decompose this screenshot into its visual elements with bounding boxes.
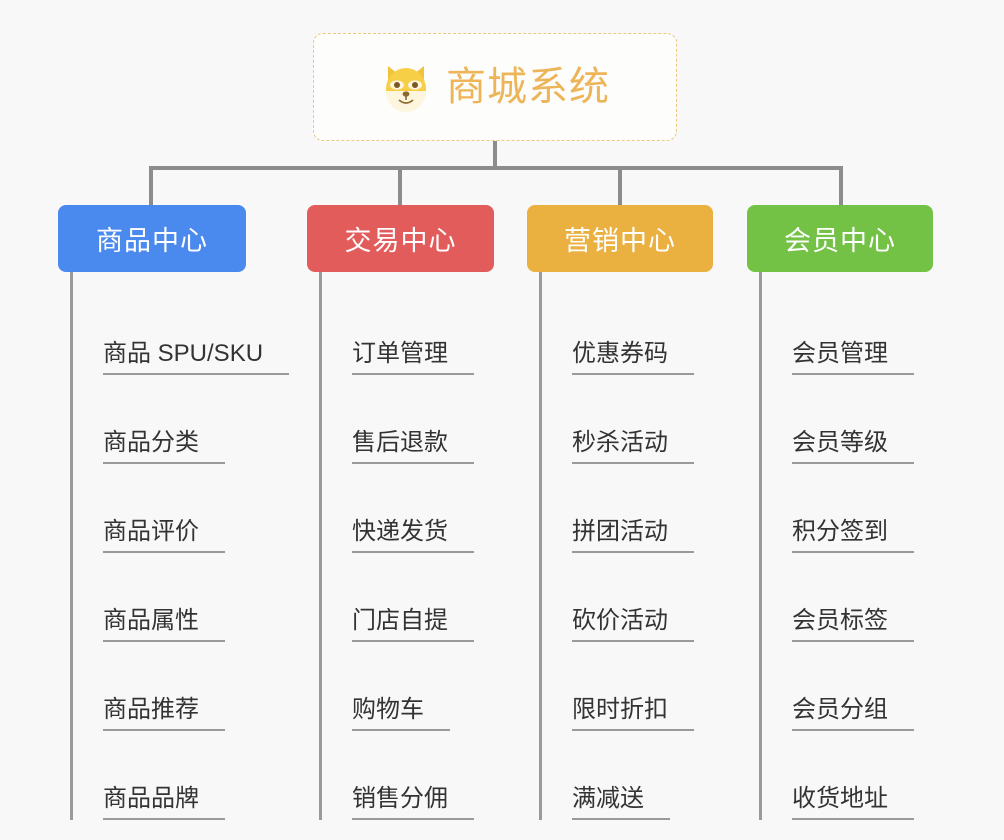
leaf-label: 秒杀活动 bbox=[572, 429, 694, 464]
leaf-label: 商品分类 bbox=[103, 429, 225, 464]
leaf-list: 商品 SPU/SKU 商品分类 商品评价 商品属性 商品推荐 商品品牌 bbox=[58, 272, 290, 820]
root-node[interactable]: 商城系统 bbox=[313, 33, 677, 141]
leaf-item[interactable]: 拼团活动 bbox=[527, 464, 713, 553]
leaf-item[interactable]: 商品推荐 bbox=[58, 642, 246, 731]
leaf-label: 商品推荐 bbox=[103, 696, 225, 731]
leaf-item[interactable]: 商品评价 bbox=[58, 464, 246, 553]
leaf-label: 门店自提 bbox=[352, 607, 474, 642]
connector-drop-2 bbox=[398, 169, 402, 207]
category-header-label: 会员中心 bbox=[784, 226, 896, 256]
leaf-label: 购物车 bbox=[352, 696, 450, 731]
leaf-list: 会员管理 会员等级 积分签到 会员标签 会员分组 收货地址 bbox=[747, 272, 933, 820]
leaf-item[interactable]: 优惠券码 bbox=[527, 286, 713, 375]
connector-drop-4 bbox=[839, 169, 843, 207]
dog-face-icon bbox=[386, 66, 426, 112]
category-header-label: 营销中心 bbox=[564, 226, 676, 256]
category-header-trade-center[interactable]: 交易中心 bbox=[307, 205, 494, 272]
leaf-label: 砍价活动 bbox=[572, 607, 694, 642]
leaf-label: 会员管理 bbox=[792, 340, 914, 375]
leaf-label: 订单管理 bbox=[352, 340, 474, 375]
leaf-item[interactable]: 砍价活动 bbox=[527, 553, 713, 642]
category-header-member-center[interactable]: 会员中心 bbox=[747, 205, 933, 272]
category-column-trade-center: 交易中心 订单管理 售后退款 快递发货 门店自提 购物车 销售分佣 bbox=[307, 205, 494, 820]
connector-drop-3 bbox=[618, 169, 622, 207]
leaf-label: 收货地址 bbox=[792, 785, 914, 820]
leaf-item[interactable]: 售后退款 bbox=[307, 375, 494, 464]
leaf-label: 快递发货 bbox=[352, 518, 474, 553]
leaf-list: 优惠券码 秒杀活动 拼团活动 砍价活动 限时折扣 满减送 bbox=[527, 272, 713, 820]
leaf-label: 拼团活动 bbox=[572, 518, 694, 553]
leaf-list: 订单管理 售后退款 快递发货 门店自提 购物车 销售分佣 bbox=[307, 272, 494, 820]
leaf-label: 会员等级 bbox=[792, 429, 914, 464]
category-column-member-center: 会员中心 会员管理 会员等级 积分签到 会员标签 会员分组 收货地址 bbox=[747, 205, 933, 820]
leaf-item[interactable]: 会员分组 bbox=[747, 642, 933, 731]
leaf-item[interactable]: 满减送 bbox=[527, 731, 713, 820]
column-spine bbox=[319, 272, 322, 820]
leaf-label: 售后退款 bbox=[352, 429, 474, 464]
leaf-item[interactable]: 商品分类 bbox=[58, 375, 246, 464]
leaf-item[interactable]: 快递发货 bbox=[307, 464, 494, 553]
leaf-label: 商品 SPU/SKU bbox=[103, 340, 290, 375]
leaf-item[interactable]: 秒杀活动 bbox=[527, 375, 713, 464]
column-spine bbox=[759, 272, 762, 820]
leaf-item[interactable]: 限时折扣 bbox=[527, 642, 713, 731]
column-spine bbox=[539, 272, 542, 820]
leaf-label: 销售分佣 bbox=[352, 785, 474, 820]
leaf-label: 商品品牌 bbox=[103, 785, 225, 820]
category-header-label: 交易中心 bbox=[344, 226, 457, 256]
leaf-item[interactable]: 会员标签 bbox=[747, 553, 933, 642]
leaf-item[interactable]: 积分签到 bbox=[747, 464, 933, 553]
leaf-label: 商品评价 bbox=[103, 518, 225, 553]
category-header-label: 商品中心 bbox=[96, 226, 208, 256]
leaf-label: 会员标签 bbox=[792, 607, 914, 642]
connector-drop-1 bbox=[149, 169, 153, 207]
connector-bus bbox=[149, 166, 843, 170]
leaf-item[interactable]: 订单管理 bbox=[307, 286, 494, 375]
category-column-product-center: 商品中心 商品 SPU/SKU 商品分类 商品评价 商品属性 商品推荐 商品品牌 bbox=[58, 205, 290, 820]
column-spine bbox=[70, 272, 73, 820]
leaf-item[interactable]: 商品属性 bbox=[58, 553, 246, 642]
root-title: 商城系统 bbox=[446, 65, 610, 109]
leaf-item[interactable]: 会员等级 bbox=[747, 375, 933, 464]
category-header-product-center[interactable]: 商品中心 bbox=[58, 205, 246, 272]
leaf-item[interactable]: 门店自提 bbox=[307, 553, 494, 642]
leaf-item[interactable]: 会员管理 bbox=[747, 286, 933, 375]
leaf-item[interactable]: 收货地址 bbox=[747, 731, 933, 820]
leaf-label: 积分签到 bbox=[792, 518, 914, 553]
leaf-item[interactable]: 购物车 bbox=[307, 642, 494, 731]
leaf-label: 限时折扣 bbox=[572, 696, 694, 731]
connector-stem bbox=[493, 141, 497, 169]
leaf-item[interactable]: 商品 SPU/SKU bbox=[58, 286, 290, 375]
leaf-label: 优惠券码 bbox=[572, 340, 694, 375]
leaf-label: 商品属性 bbox=[103, 607, 225, 642]
leaf-item[interactable]: 销售分佣 bbox=[307, 731, 494, 820]
leaf-item[interactable]: 商品品牌 bbox=[58, 731, 246, 820]
leaf-label: 会员分组 bbox=[792, 696, 914, 731]
category-header-marketing-center[interactable]: 营销中心 bbox=[527, 205, 713, 272]
leaf-label: 满减送 bbox=[572, 785, 670, 820]
category-column-marketing-center: 营销中心 优惠券码 秒杀活动 拼团活动 砍价活动 限时折扣 满减送 bbox=[527, 205, 713, 820]
